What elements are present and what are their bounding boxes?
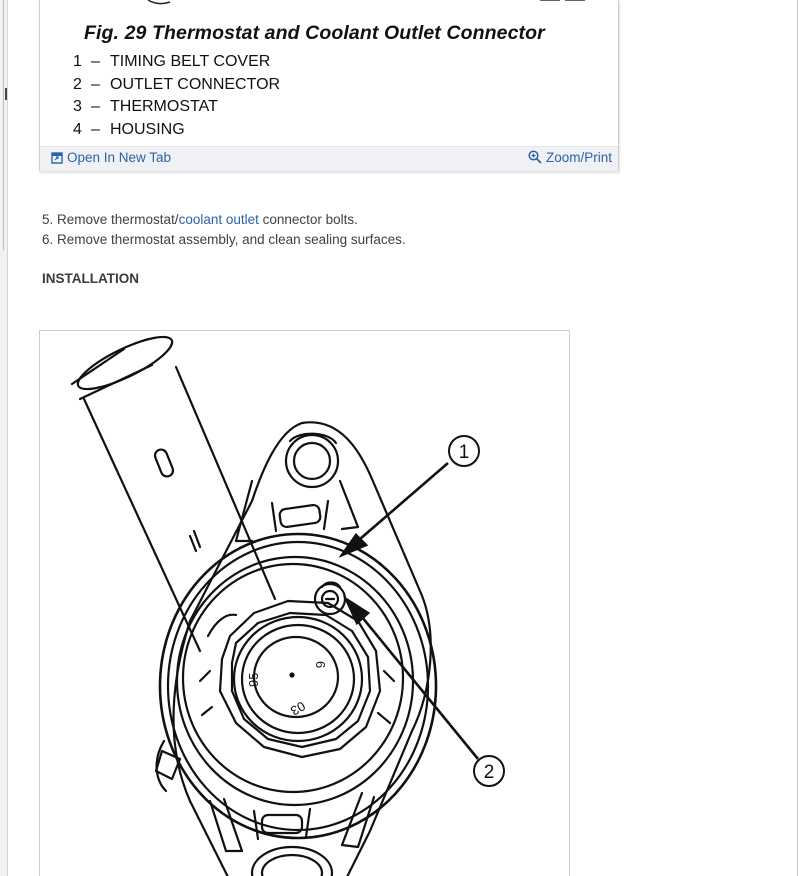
coolant-outlet-link[interactable]: coolant outlet xyxy=(178,212,259,227)
legend-item: 4–HOUSING xyxy=(73,120,185,138)
step-5: 5. Remove thermostat/coolant outlet conn… xyxy=(42,212,358,227)
installation-figure: 1 2 6 95 03 xyxy=(39,330,570,876)
figure-legend: 1–TIMING BELT COVER 2–OUTLET CONNECTOR 3… xyxy=(73,51,280,141)
zoom-print-label: Zoom/Print xyxy=(545,150,612,165)
legend-item: 1–TIMING BELT COVER xyxy=(73,53,271,70)
stamp-mark-c: 03 xyxy=(288,698,308,718)
thermostat-housing-drawing: 1 2 6 95 03 xyxy=(70,335,505,876)
open-in-new-tab-icon xyxy=(51,152,63,164)
zoom-print-link[interactable]: Zoom/Print xyxy=(528,150,612,165)
figure-toolbar: Open In New Tab Zoom/Print xyxy=(40,146,618,171)
figure-29-image: Fig. 29 Thermostat and Coolant Outlet Co… xyxy=(40,0,618,146)
installation-heading: INSTALLATION xyxy=(42,271,139,286)
stamp-mark-b: 95 xyxy=(246,673,261,687)
left-scroll-edge xyxy=(0,0,8,876)
open-in-new-tab-label: Open In New Tab xyxy=(67,150,172,165)
svg-text:1: 1 xyxy=(459,442,470,463)
edge-tick xyxy=(5,88,7,100)
step-6: 6. Remove thermostat assembly, and clean… xyxy=(42,232,406,247)
svg-text:2: 2 xyxy=(484,762,495,783)
open-in-new-tab-link[interactable]: Open In New Tab xyxy=(51,150,171,165)
callout-1: 1 xyxy=(448,435,480,467)
figure-29-cropped-art xyxy=(147,0,585,5)
figure-caption: Fig. 29 Thermostat and Coolant Outlet Co… xyxy=(84,22,545,44)
stamp-mark-a: 6 xyxy=(313,661,328,668)
callout-2: 2 xyxy=(473,755,505,787)
legend-item: 2–OUTLET CONNECTOR xyxy=(73,75,281,93)
procedure-steps: 5. Remove thermostat/coolant outlet conn… xyxy=(42,210,406,250)
zoom-in-icon xyxy=(528,150,542,164)
legend-item: 3–THERMOSTAT xyxy=(73,98,218,115)
edge-line xyxy=(3,0,4,250)
figure-29: Fig. 29 Thermostat and Coolant Outlet Co… xyxy=(39,0,619,171)
